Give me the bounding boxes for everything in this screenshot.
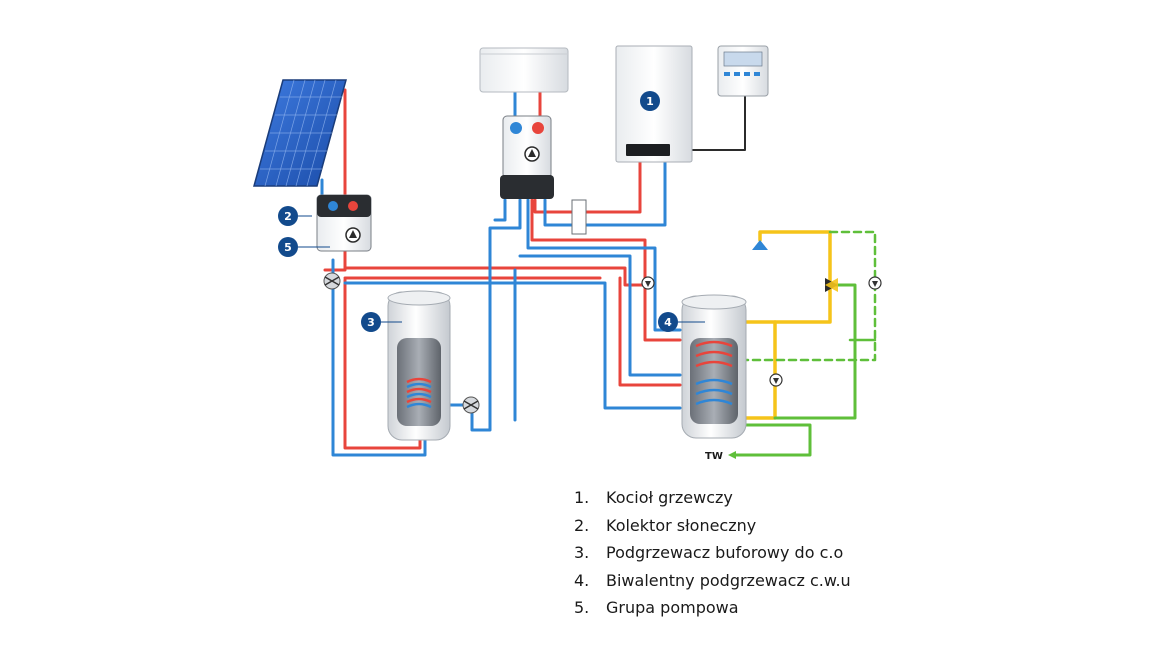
legend-item-2: 2. Kolektor słoneczny [574,512,851,540]
pump-group-central [500,115,554,199]
legend-num: 5. [574,598,590,617]
shower-head [752,240,768,250]
tw-arrow [728,451,736,459]
pump-marker-green [868,276,882,290]
legend-num: 2. [574,515,590,535]
buffer-tank [387,290,451,441]
badge-boiler: 1 [640,91,660,111]
legend-item-5: 5. Grupa pompowa [574,594,851,622]
hydraulic-separator [571,199,587,235]
mixing-valve-buffer [462,396,480,414]
legend-item-3: 3. Podgrzewacz buforowy do c.o [574,539,851,567]
svg-text:5: 5 [284,241,292,254]
legend-num: 4. [574,570,590,590]
radiator [479,47,569,93]
tw-label: TW [705,451,723,462]
pipe-controller-cable [691,94,746,151]
badge-solar-collector: 2 [278,206,312,226]
badge-pump-group: 5 [278,237,330,257]
badge-buffer-tank: 3 [361,312,402,332]
badge-dhw-tank: 4 [658,312,705,332]
pipe-center-hot-2 [530,198,682,342]
controller [717,45,769,97]
solar-collector [253,79,347,187]
pipes [320,88,877,457]
pipe-main-hot-1 [343,266,647,287]
legend-label: Kolektor słoneczny [606,515,757,535]
pipe-center-cold-1 [543,158,667,227]
legend-item-4: 4. Biwalentny podgrzewacz c.w.u [574,567,851,595]
svg-text:1: 1 [646,95,654,108]
pipe-green-2 [773,283,857,420]
svg-text:2: 2 [284,210,292,223]
legend-label: Biwalentny podgrzewacz c.w.u [606,570,851,590]
pump-marker-yellow [769,373,783,387]
svg-text:3: 3 [367,316,375,329]
legend-label: Grupa pompowa [606,598,739,617]
svg-text:4: 4 [664,316,672,329]
mixing-valve-left [323,272,341,290]
pipe-riser-cold-2 [493,198,507,222]
dhw-tank [681,294,747,439]
legend-label: Kocioł grzewczy [606,488,733,507]
pump-marker-hot [641,276,655,290]
pipe-hot-to-tank4 [618,276,682,387]
legend-num: 3. [574,543,590,562]
pipe-green-1 [733,423,812,457]
pipe-green-dashed [743,230,877,362]
pipe-main-cold-2 [518,254,682,377]
legend-label: Podgrzewacz buforowy do c.o [606,543,844,562]
legend-item-1: 1. Kocioł grzewczy [574,484,851,512]
pipe-dhw-yellow-down [743,320,777,420]
legend-num: 1. [574,488,590,507]
pipe-left-cold-down [331,258,427,457]
pipe-center-hot-1 [533,158,642,214]
pipe-buffer-cold-right [448,198,522,432]
pipe-main-cold-1 [343,281,682,410]
pump-group-solar [316,194,372,252]
legend-list: 1. Kocioł grzewczy 2. Kolektor słoneczny 3… [574,484,851,622]
mixing-valve-dhw [825,278,838,292]
